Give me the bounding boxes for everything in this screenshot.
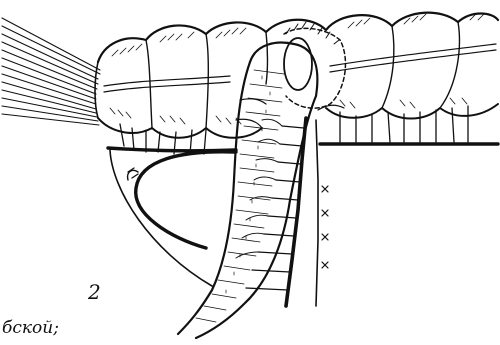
- colon-lower-contour: [98, 104, 498, 138]
- bowel-loop-stipple: [226, 76, 270, 293]
- fan-lines-left: [2, 18, 100, 125]
- mesenteric-arc: [136, 152, 236, 248]
- caption-fragment: бской;: [2, 320, 59, 337]
- figure-number: 2: [88, 282, 101, 302]
- colon-hatching: [110, 14, 484, 124]
- taenia-coli: [104, 44, 496, 92]
- vasa-recta-colon: [120, 106, 468, 154]
- bowel-loop-inner: [178, 62, 250, 334]
- vessel-rungs: [246, 126, 304, 290]
- upper-branch-vessels: [236, 99, 344, 128]
- suture-crosses: [322, 186, 328, 268]
- haustra-separations: [146, 22, 459, 128]
